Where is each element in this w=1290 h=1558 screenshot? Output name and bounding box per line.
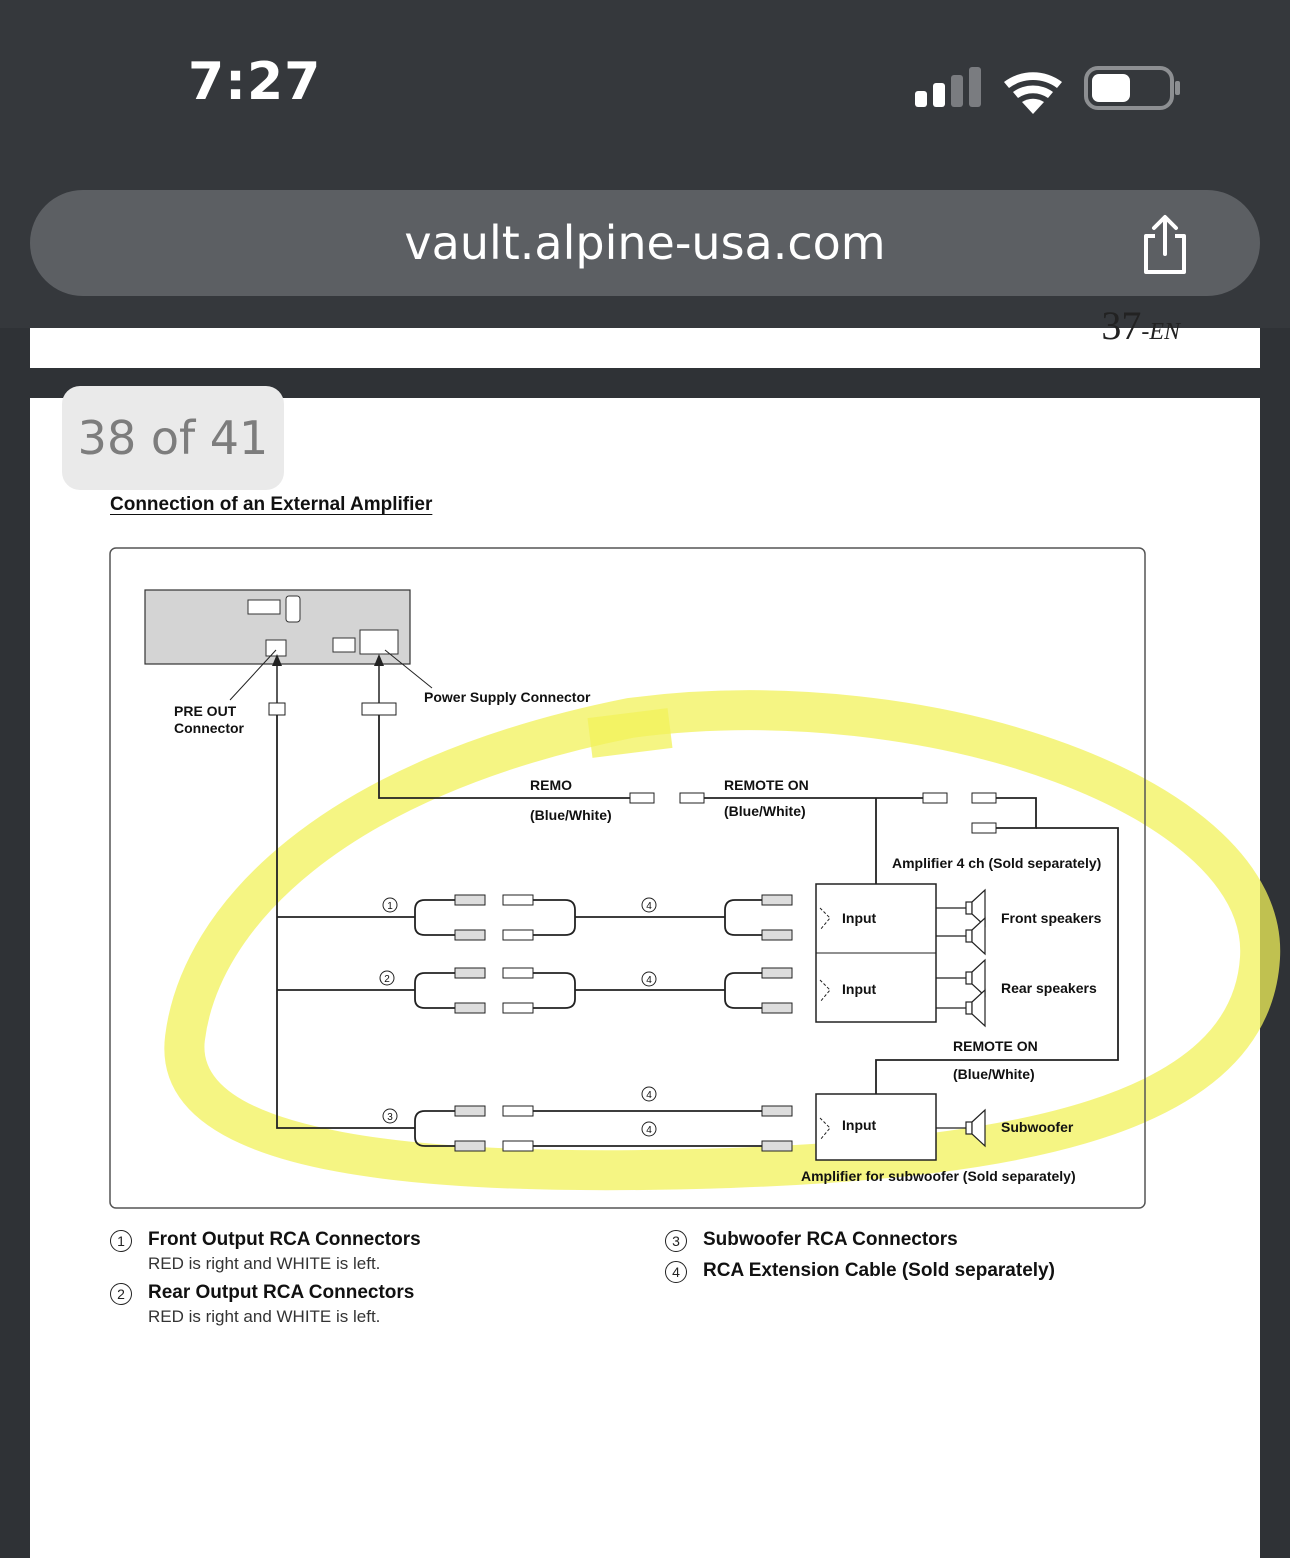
previous-page: 37-EN [30,303,1260,368]
marker-2-label: 2 [384,974,390,985]
legend-title: Subwoofer RCA Connectors [703,1229,958,1250]
marker-4a [641,897,657,913]
rear-speakers-label: Rear speakers [1001,980,1097,996]
highlight-mark [587,708,673,758]
previous-page-number: 37-EN [1101,302,1180,349]
marker-3 [382,1108,398,1124]
wifi-icon [1004,72,1062,114]
speaker-icons [936,888,986,1148]
remote-on-color-label: (Blue/White) [724,803,806,819]
battery-icon [1084,66,1180,110]
marker-4b-label: 4 [646,975,652,986]
remote-on-2-label: REMOTE ON [953,1038,1038,1054]
status-bar: 7:27 [0,0,1290,180]
pre-out-label: PRE OUT [174,703,237,719]
amplifier-subwoofer [815,1093,937,1161]
legend-title: Rear Output RCA Connectors [148,1282,415,1303]
marker-4b [641,971,657,987]
marker-4a-label: 4 [646,901,652,912]
status-icons [915,66,1180,114]
previous-page-digits: 37 [1101,303,1142,348]
remote-on-label: REMOTE ON [724,777,809,793]
subwoofer-label: Subwoofer [1001,1119,1074,1135]
legend-title: RCA Extension Cable (Sold separately) [703,1260,1055,1281]
marker-4c [641,1086,657,1102]
marker-2 [379,970,395,986]
marker-4d-label: 4 [646,1125,652,1136]
front-speakers-label: Front speakers [1001,910,1102,926]
input-3-label: Input [842,1117,877,1133]
wiring-diagram: 1 2 3 4 4 4 4 PRE OUT Connector Power Su… [109,547,1281,1209]
marker-4c-label: 4 [646,1090,652,1101]
cellular-signal-icon [915,67,981,107]
legend-number: 2 [110,1283,132,1305]
marker-4d [641,1121,657,1137]
head-unit [144,589,411,665]
legend-subtitle: RED is right and WHITE is left. [148,1254,381,1273]
power-supply-label: Power Supply Connector [424,689,591,705]
remo-label: REMO [530,777,572,793]
clock: 7:27 [188,52,322,112]
legend-number: 4 [665,1261,687,1283]
pdf-viewer[interactable]: 37-EN 38 of 41 Connection of an External… [0,303,1290,1558]
pre-out-connector-label: Connector [174,720,245,736]
diagram-frame [109,547,1146,1209]
amplifier-4ch-label: Amplifier 4 ch (Sold separately) [892,855,1101,871]
marker-1 [382,897,398,913]
marker-3-label: 3 [387,1112,393,1123]
section-title: Connection of an External Amplifier [110,494,433,515]
browser-toolbar: vault.alpine-usa.com [0,180,1290,329]
share-icon[interactable] [1138,212,1192,276]
previous-page-suffix: -EN [1141,319,1180,345]
input-1-label: Input [842,910,877,926]
legend-number: 1 [110,1230,132,1252]
legend-subtitle: RED is right and WHITE is left. [148,1307,381,1326]
document-page: 38 of 41 Connection of an External Ampli… [30,386,1281,1558]
legend-number: 3 [665,1230,687,1252]
input-2-label: Input [842,981,877,997]
remote-on-2-color-label: (Blue/White) [953,1066,1035,1082]
legend-title: Front Output RCA Connectors [148,1229,421,1250]
remo-color-label: (Blue/White) [530,807,612,823]
url-text[interactable]: vault.alpine-usa.com [404,216,886,270]
address-bar[interactable]: vault.alpine-usa.com [30,190,1260,296]
page-indicator: 38 of 41 [62,386,284,490]
highlight-ellipse [164,690,1281,1191]
amplifier-subwoofer-label: Amplifier for subwoofer (Sold separately… [801,1168,1076,1184]
marker-1-label: 1 [387,901,393,912]
